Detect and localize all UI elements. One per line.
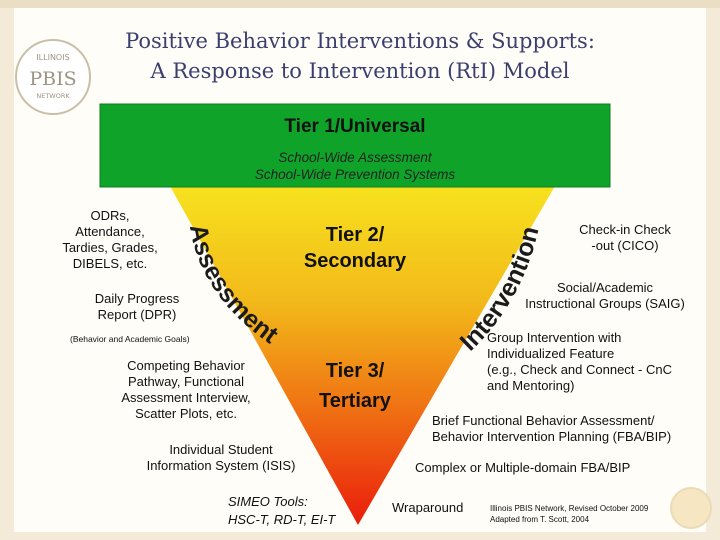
cico-label: Check-in Check -out (CICO) <box>555 222 695 254</box>
dpr-note: (Behavior and Academic Goals) <box>70 334 190 344</box>
tier-1-line-2: School-Wide Prevention Systems <box>254 167 456 182</box>
fba-line-1: Brief Functional Behavior Assessment/ <box>432 413 655 428</box>
wraparound-label: Wraparound <box>392 500 464 515</box>
illinois-pbis-logo: ILLINOIS PBIS NETWORK <box>15 39 91 115</box>
fba-line-2: Behavior Intervention Planning (FBA/BIP) <box>432 429 672 444</box>
credit-line-1: Illinois PBIS Network, Revised October 2… <box>490 504 649 513</box>
competing-line-1: Competing Behavior <box>127 358 245 373</box>
credit-text: Illinois PBIS Network, Revised October 2… <box>490 503 670 525</box>
title-line-1: Positive Behavior Interventions & Suppor… <box>125 29 595 53</box>
saig-line-2: Instructional Groups (SAIG) <box>525 296 685 311</box>
odrs-line-3: Tardies, Grades, <box>62 240 158 255</box>
credit-line-2: Adapted from T. Scott, 2004 <box>490 515 590 524</box>
competing-line-3: Assessment Interview, <box>121 390 251 405</box>
odrs-line-4: DIBELS, etc. <box>72 256 148 271</box>
isis-line-2: Information System (ISIS) <box>146 458 296 473</box>
logo-mid-text: PBIS <box>29 68 76 90</box>
group-line-3: (e.g., Check and Connect - CnC <box>487 362 672 377</box>
tier-1-title: Tier 1/Universal <box>284 116 426 137</box>
group-intervention-label: Group Intervention with Individualized F… <box>487 330 707 394</box>
dpr-line-2: Report (DPR) <box>97 307 177 322</box>
tier-2-line-2: Secondary <box>303 250 407 272</box>
complex-fba-label: Complex or Multiple-domain FBA/BIP <box>415 460 631 475</box>
dpr-line-1: Daily Progress <box>94 291 180 306</box>
fba-label: Brief Functional Behavior Assessment/ Be… <box>432 413 708 445</box>
tier-2-line-1: Tier 2/ <box>325 224 385 246</box>
tier-1-box <box>99 103 611 188</box>
title-line-2: A Response to Intervention (RtI) Model <box>150 59 570 83</box>
tier-3-line-1: Tier 3/ <box>325 360 385 382</box>
group-line-1: Group Intervention with <box>487 330 622 345</box>
isis-label: Individual Student Information System (I… <box>126 442 316 474</box>
isis-line-1: Individual Student <box>169 442 273 457</box>
logo-bottom-text: NETWORK <box>36 92 70 100</box>
odrs-line-1: ODRs, <box>90 208 130 223</box>
simeo-tools-title: SIMEO Tools: <box>228 494 308 509</box>
simeo-tools-list: HSC-T, RD-T, EI-T <box>228 512 336 527</box>
tier-3-line-2: Tertiary <box>319 390 391 412</box>
odrs-label: ODRs, Attendance, Tardies, Grades, DIBEL… <box>48 208 172 272</box>
decorative-badge <box>670 487 712 529</box>
tier-1-line-1: School-Wide Assessment <box>278 150 432 165</box>
group-line-4: and Mentoring) <box>487 378 575 393</box>
page-title: Positive Behavior Interventions & Suppor… <box>100 26 620 86</box>
odrs-line-2: Attendance, <box>75 224 145 239</box>
group-line-2: Individualized Feature <box>487 346 615 361</box>
top-stripe <box>0 0 720 8</box>
saig-line-1: Social/Academic <box>556 280 654 295</box>
cico-line-1: Check-in Check <box>579 222 671 237</box>
tier-2-label: Tier 2/ Secondary <box>270 222 440 274</box>
competing-behavior-label: Competing Behavior Pathway, Functional A… <box>96 358 276 422</box>
tier-3-label: Tier 3/ Tertiary <box>300 356 410 416</box>
competing-line-4: Scatter Plots, etc. <box>135 406 237 421</box>
saig-label: Social/Academic Instructional Groups (SA… <box>510 280 700 312</box>
competing-line-2: Pathway, Functional <box>127 374 245 389</box>
dpr-label: Daily Progress Report (DPR) <box>82 291 192 323</box>
cico-line-2: -out (CICO) <box>591 238 659 253</box>
logo-top-text: ILLINOIS <box>36 53 69 62</box>
tier-2-3-triangle <box>170 186 555 525</box>
